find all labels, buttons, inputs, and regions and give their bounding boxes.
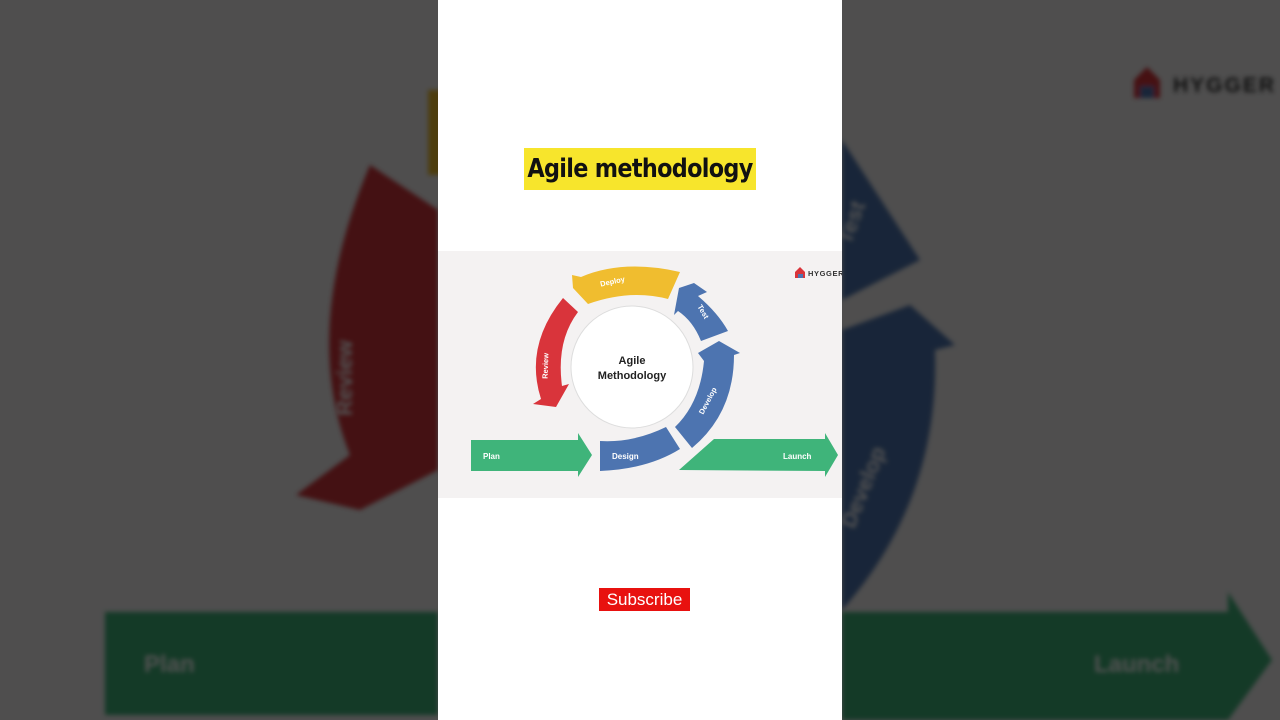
center-label-line1: Agile [619,355,646,367]
subscribe-button[interactable]: Subscribe [599,588,690,611]
video-title: Agile methodology [527,154,753,184]
center-circle [570,305,694,429]
design-label: Design [612,452,639,461]
deploy-arrow [572,266,680,304]
center-label-line2: Methodology [598,370,667,382]
develop-arrow [675,341,740,448]
plan-arrow [471,433,592,477]
hygger-logo-icon [795,267,805,278]
brand-label: HYGGER [808,269,842,278]
title-highlight: Agile methodology [524,148,756,190]
review-arrow [533,298,578,407]
launch-arrow [679,433,838,477]
test-arrow [674,283,728,341]
design-arrow [600,427,680,471]
launch-label: Launch [783,452,812,461]
review-label: Review [541,353,551,379]
plan-label: Plan [483,452,500,461]
agile-diagram: HYGGER Plan Design Launch Develop Test D… [438,251,842,498]
